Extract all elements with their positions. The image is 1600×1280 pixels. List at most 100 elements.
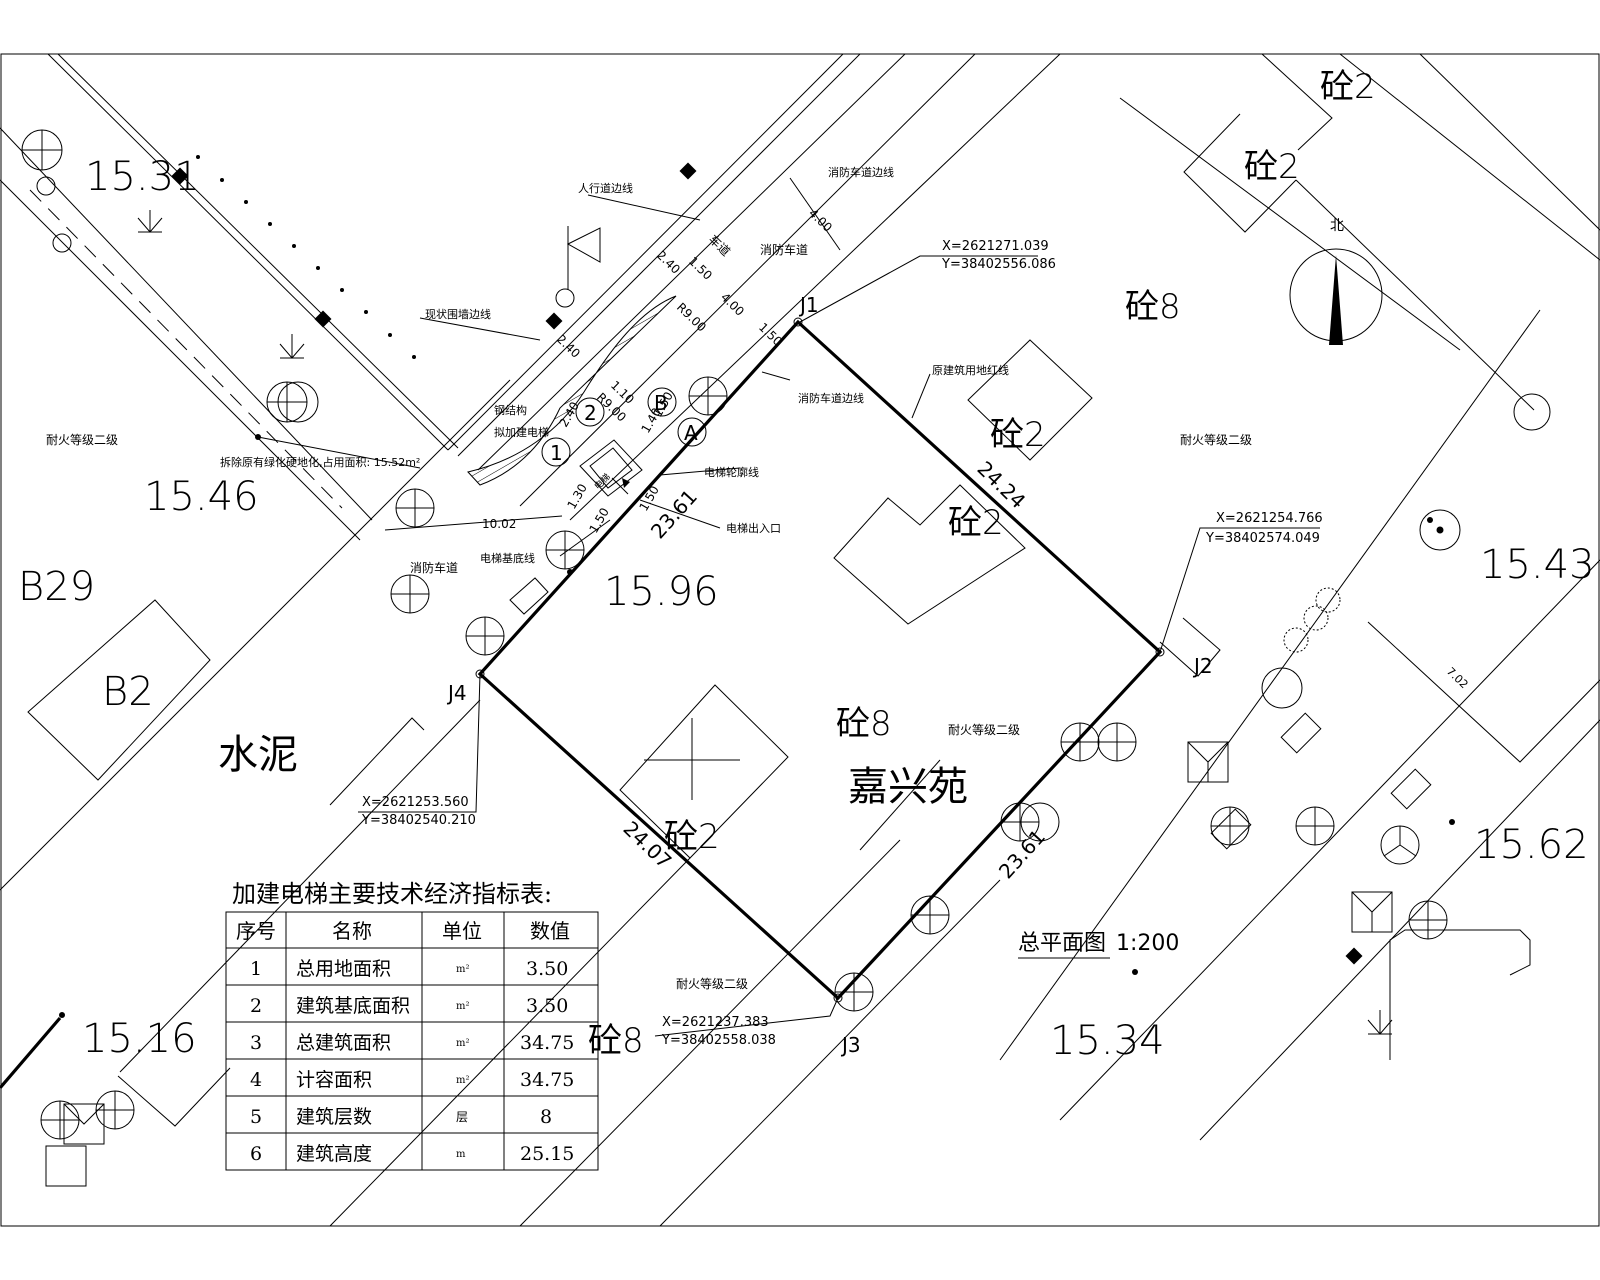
table-cell: 总建筑面积 bbox=[296, 1032, 391, 1054]
label-cement: 水泥 bbox=[218, 732, 298, 778]
trees bbox=[21, 129, 1551, 1140]
marker-a: A bbox=[684, 421, 698, 445]
fire-rating-bottom: 耐火等级二级 bbox=[676, 977, 748, 991]
label-c2-mid1: 砼2 bbox=[990, 415, 1046, 455]
fire-rating-right: 耐火等级二级 bbox=[1180, 433, 1252, 447]
table-cell: 6 bbox=[250, 1143, 262, 1165]
dim-r900-a: R9.00 bbox=[674, 300, 709, 334]
point-j4-x: X=2621253.560 bbox=[362, 795, 469, 810]
table-cell: 1 bbox=[250, 958, 262, 980]
fire-rating-left: 耐火等级二级 bbox=[46, 433, 118, 447]
elevation-1516: 15.16 bbox=[82, 1016, 197, 1062]
note-elevator-outline: 电梯轮廓线 bbox=[704, 465, 759, 479]
marker-b: B bbox=[654, 391, 668, 415]
label-c2-bottom: 砼2 bbox=[664, 817, 720, 857]
dim-400-a: 4.00 bbox=[806, 206, 835, 235]
demolish-hatch-area bbox=[467, 295, 677, 486]
point-j3-y: Y=38402558.038 bbox=[661, 1033, 776, 1048]
dim-702: 7.02 bbox=[1444, 665, 1471, 691]
note-fire-lane-left: 消防车道 bbox=[410, 560, 458, 575]
note-sidewalk-line: 人行道边线 bbox=[578, 181, 633, 195]
point-j2-x: X=2621254.766 bbox=[1216, 511, 1323, 526]
dim-150-d: 1.50 bbox=[636, 483, 661, 513]
elevation-1546: 15.46 bbox=[144, 474, 259, 520]
point-j3-label: J3 bbox=[840, 1033, 861, 1057]
corner-points bbox=[59, 317, 1455, 1018]
table-cell: 34.75 bbox=[520, 1069, 574, 1091]
tech-table: 加建电梯主要技术经济指标表: 序号 名称 单位 数值 1 总用地面积 m² 3.… bbox=[225, 880, 599, 1171]
table-cell: m² bbox=[456, 1038, 470, 1049]
table-cell: m² bbox=[456, 1001, 470, 1012]
label-b2: B2 bbox=[102, 669, 154, 715]
lamp-boxes bbox=[45, 712, 1432, 1187]
elevation-1534: 15.34 bbox=[1050, 1018, 1165, 1064]
label-c8-center: 砼8 bbox=[836, 704, 892, 744]
marker-2: 2 bbox=[584, 401, 597, 425]
note-existing-wall: 现状围墙边线 bbox=[425, 307, 491, 321]
point-j2-label: J2 bbox=[1192, 654, 1213, 678]
table-header-name: 名称 bbox=[332, 919, 372, 943]
elevation-1596: 15.96 bbox=[604, 569, 719, 615]
road-lines bbox=[0, 53, 1600, 1227]
table-cell: m² bbox=[456, 964, 470, 975]
dim-2361-b: 23.61 bbox=[994, 825, 1050, 884]
point-j2-y: Y=38402574.049 bbox=[1205, 531, 1320, 546]
table-cell: 25.15 bbox=[520, 1143, 574, 1165]
north-label: 北 bbox=[1330, 218, 1344, 234]
table-cell: 层 bbox=[456, 1110, 468, 1124]
table-header-value: 数值 bbox=[530, 919, 570, 943]
note-elevator-exit: 电梯出入口 bbox=[726, 521, 781, 535]
table-cell: 总用地面积 bbox=[296, 958, 391, 980]
point-j4-label: J4 bbox=[446, 681, 467, 705]
elevation-1562: 15.62 bbox=[1474, 822, 1589, 868]
drawing-frame bbox=[0, 53, 1600, 1227]
plan-title: 总平面图 bbox=[1018, 931, 1106, 956]
table-cell: 2 bbox=[250, 995, 262, 1017]
table-cell: 建筑高度 bbox=[296, 1143, 372, 1165]
fire-rating-center: 耐火等级二级 bbox=[948, 723, 1020, 737]
table-cell: 5 bbox=[250, 1106, 262, 1128]
label-b29: B29 bbox=[18, 564, 95, 610]
plan-scale: 1:200 bbox=[1116, 931, 1179, 956]
dim-1002: 10.02 bbox=[482, 517, 516, 531]
dim-150-a: 1.50 bbox=[686, 254, 715, 283]
table-cell: 34.75 bbox=[520, 1032, 574, 1054]
north-arrow: 北 bbox=[1289, 218, 1383, 345]
dim-130: 1.30 bbox=[564, 481, 589, 511]
label-c8-bottom: 砼8 bbox=[588, 1021, 644, 1061]
label-jiaxingyuan: 嘉兴苑 bbox=[848, 764, 968, 810]
note-steel-structure: 钢结构 bbox=[494, 403, 527, 417]
table-cell: 3 bbox=[250, 1032, 262, 1054]
table-title: 加建电梯主要技术经济指标表: bbox=[232, 880, 552, 908]
point-j3-x: X=2621237.383 bbox=[662, 1015, 769, 1030]
point-j4-y: Y=38402540.210 bbox=[361, 813, 476, 828]
dim-150-b: 1.50 bbox=[756, 320, 785, 349]
note-red-line: 原建筑用地红线 bbox=[932, 363, 1009, 377]
fence-dots bbox=[196, 155, 416, 359]
wall-segment bbox=[0, 1016, 62, 1090]
fence-posts bbox=[171, 162, 1363, 965]
label-c2-top2: 砼2 bbox=[1244, 147, 1300, 187]
note-elevator-base: 电梯基底线 bbox=[480, 551, 535, 565]
elevation-1543: 15.43 bbox=[1480, 542, 1595, 588]
label-c2-mid2: 砼2 bbox=[948, 503, 1004, 543]
label-c8-top: 砼8 bbox=[1125, 287, 1181, 327]
note-fire-lane-line-mid: 消防车道边线 bbox=[798, 391, 864, 405]
circle-markers bbox=[541, 387, 707, 467]
point-j1-y: Y=38402556.086 bbox=[941, 257, 1056, 272]
label-road: 车道 bbox=[706, 231, 734, 258]
dim-240-a: 2.40 bbox=[654, 248, 683, 277]
table-cell: 4 bbox=[250, 1069, 262, 1091]
label-c2-top1: 砼2 bbox=[1320, 67, 1376, 107]
table-cell: 8 bbox=[540, 1106, 552, 1128]
table-cell: 建筑基底面积 bbox=[296, 995, 410, 1017]
elevator-box bbox=[579, 439, 643, 497]
table-header-unit: 单位 bbox=[442, 919, 482, 943]
point-j1-x: X=2621271.039 bbox=[942, 239, 1049, 254]
table-cell: 3.50 bbox=[526, 995, 568, 1017]
marker-1: 1 bbox=[550, 441, 563, 465]
table-header-no: 序号 bbox=[236, 919, 276, 943]
elevation-1531: 15.31 bbox=[85, 154, 200, 200]
table-cell: m² bbox=[456, 1075, 470, 1086]
